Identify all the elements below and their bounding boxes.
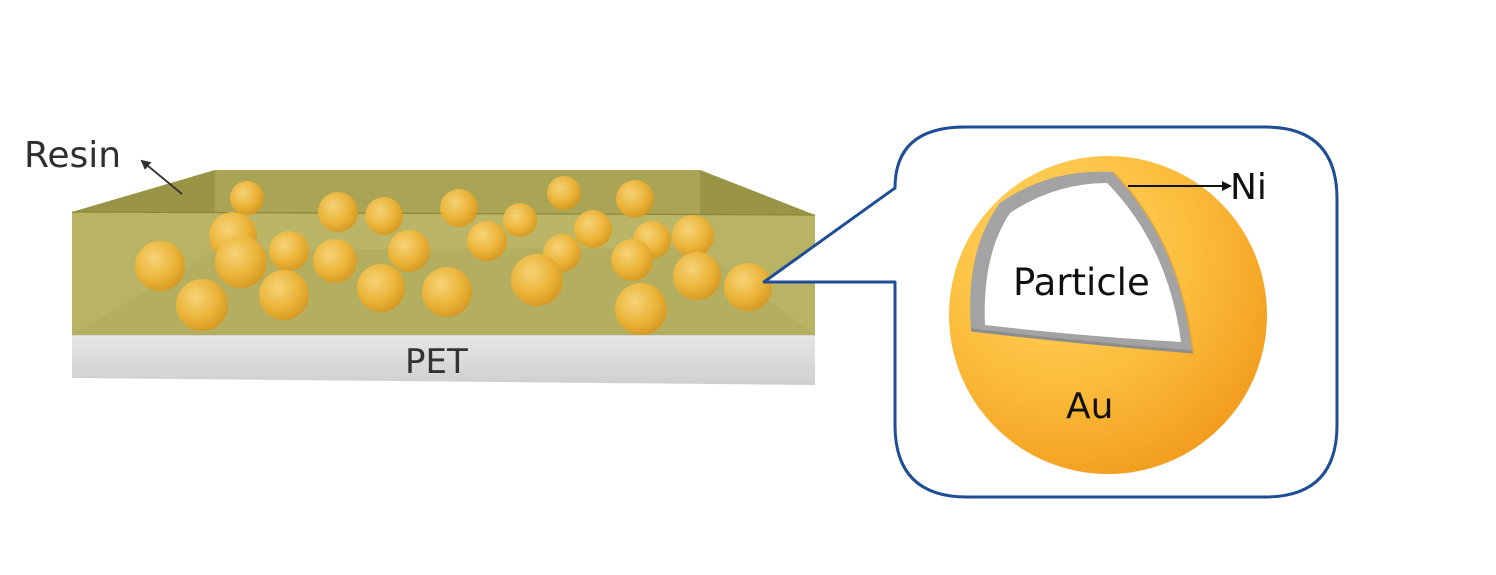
particle [176, 279, 228, 331]
particle [259, 270, 309, 320]
particle [574, 210, 612, 248]
particle [467, 221, 507, 261]
particle [503, 203, 537, 237]
pet-substrate-label: PET [405, 342, 468, 382]
particle [215, 236, 267, 288]
particle [230, 181, 264, 215]
particle-core-label: Particle [1013, 261, 1150, 304]
particle-core [984, 183, 1181, 342]
particle [616, 180, 654, 218]
particle [135, 241, 185, 291]
particle [672, 215, 714, 257]
particle [611, 239, 653, 281]
particle [269, 231, 309, 271]
particle [422, 267, 472, 317]
particle [511, 254, 563, 306]
particle [388, 230, 430, 272]
arrow-up-left-icon [140, 159, 183, 195]
ni-label: Ni [1230, 167, 1267, 208]
particle-highlighted [724, 263, 772, 311]
resin-label: Resin [24, 135, 122, 176]
particle [365, 197, 403, 235]
particle [313, 239, 357, 283]
conductive-particles [135, 176, 772, 335]
particle [673, 252, 721, 300]
particle [547, 176, 581, 210]
particle [615, 283, 667, 335]
particle [357, 264, 405, 312]
au-shell-label: Au [1066, 386, 1114, 427]
particle [318, 192, 358, 232]
particle [440, 189, 478, 227]
particle-cross-section [949, 156, 1267, 474]
